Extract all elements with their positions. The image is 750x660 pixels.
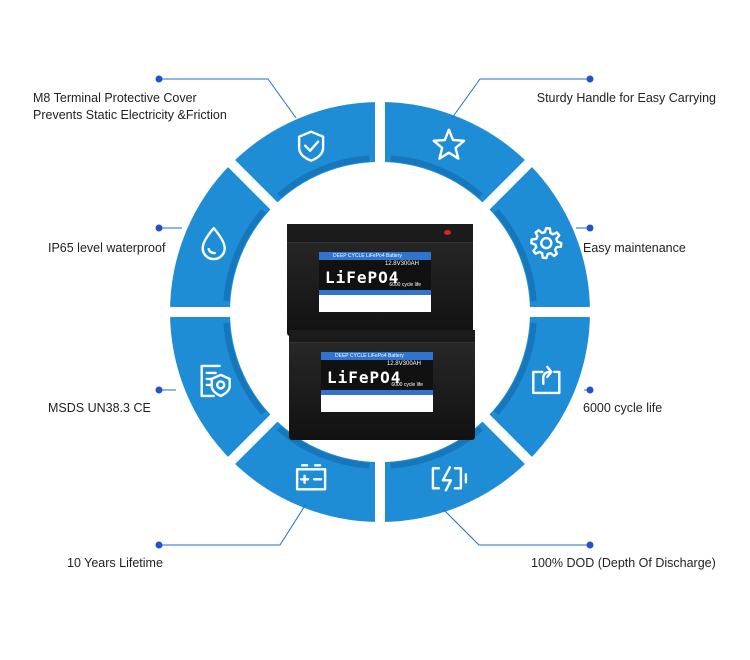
feature-label-dod: 100% DOD (Depth Of Discharge) — [531, 556, 716, 570]
leader-line — [159, 78, 297, 119]
star-icon — [432, 128, 466, 160]
ring-segment-shadow — [276, 425, 370, 469]
feature-label-maintenance: Easy maintenance — [583, 241, 686, 255]
feature-text: Prevents Static Electricity &Friction — [33, 108, 227, 122]
ring-segment-shadow — [276, 155, 370, 199]
charging-battery-icon — [431, 466, 468, 492]
leader-line — [451, 78, 590, 119]
ring-segment-charging-battery — [380, 418, 529, 522]
ring-segment-certificate-shield — [170, 312, 274, 461]
ring-segment-shadow — [493, 208, 537, 302]
ring-segment-shield-check — [231, 102, 380, 206]
leader-dot — [155, 224, 163, 232]
battery-header: DEEP CYCLE LiFePo4 Battery — [321, 352, 433, 360]
leader-dot — [586, 386, 594, 394]
leader-dot — [155, 386, 163, 394]
ring-gap — [224, 156, 282, 214]
feature-label-terminal-cover: M8 Terminal Protective Cover Prevents St… — [33, 90, 227, 124]
feature-label-certification: MSDS UN38.3 CE — [48, 401, 151, 415]
battery-top: DEEP CYCLE LiFePo4 Battery 12.8V300AH Li… — [287, 224, 473, 336]
battery-chemistry: LiFePO4 — [325, 268, 400, 287]
ring-segment-star — [380, 102, 529, 206]
ring-gap — [478, 410, 536, 468]
leader-dot — [586, 541, 594, 549]
ring-segment-shadow — [223, 208, 267, 302]
feature-label-waterproof: IP65 level waterproof — [48, 241, 166, 255]
certificate-shield-icon — [200, 364, 231, 398]
leader-line — [159, 503, 307, 546]
battery-label: DEEP CYCLE LiFePo4 Battery 12.8V300AH Li… — [319, 252, 431, 312]
leader-dot — [155, 541, 163, 549]
battery-label: DEEP CYCLE LiFePo4 Battery 12.8V300AH Li… — [321, 352, 433, 412]
leader-dot — [155, 75, 163, 83]
battery-cycle: 6000 cycle life — [391, 382, 423, 388]
shield-check-icon — [297, 130, 325, 162]
battery-bottom: DEEP CYCLE LiFePo4 Battery 12.8V300AH Li… — [289, 330, 475, 440]
ring-segment-shadow — [390, 155, 484, 199]
battery-icon — [295, 464, 327, 491]
battery-header: DEEP CYCLE LiFePo4 Battery — [319, 252, 431, 260]
ring-segment-shadow — [223, 322, 267, 416]
ring-segment-cycle-arrow — [486, 312, 590, 461]
gear-icon — [530, 226, 563, 260]
feature-label-cycle-life: 6000 cycle life — [583, 401, 663, 415]
battery-spec: 12.8V300AH — [384, 261, 419, 267]
feature-label-handle: Sturdy Handle for Easy Carrying — [536, 91, 716, 105]
feature-text: M8 Terminal Protective Cover — [33, 91, 197, 105]
leader-dot — [586, 75, 594, 83]
ring-gap — [224, 410, 282, 468]
leader-dot — [586, 224, 594, 232]
positive-terminal — [444, 230, 451, 235]
battery-cycle: 6000 cycle life — [389, 282, 421, 288]
ring-segment-shadow — [493, 322, 537, 416]
water-drop-icon — [201, 226, 226, 261]
battery-chemistry: LiFePO4 — [327, 368, 402, 387]
battery-spec: 12.8V300AH — [386, 361, 421, 367]
feature-label-lifetime: 10 Years Lifetime — [67, 556, 163, 570]
ring-gap — [478, 156, 536, 214]
leader-line — [442, 508, 590, 546]
cycle-arrow-icon — [532, 365, 561, 395]
